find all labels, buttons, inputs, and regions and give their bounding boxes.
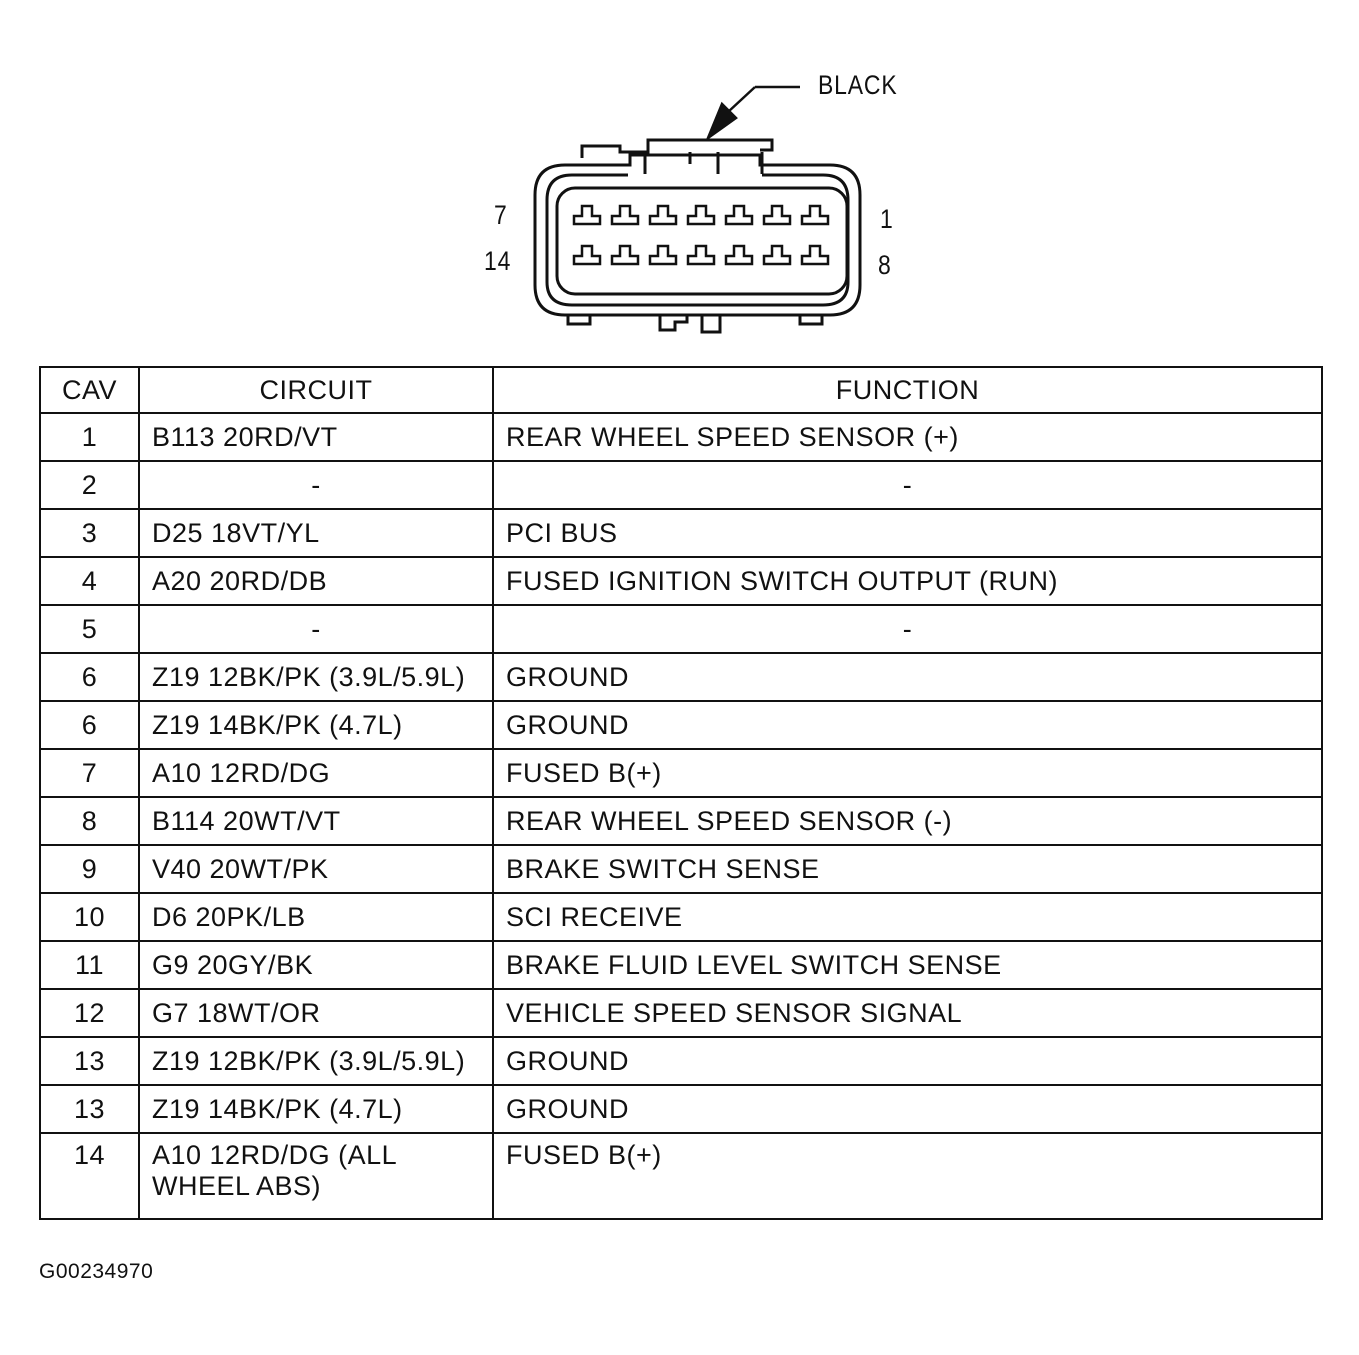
pin-label-8: 8 [878, 250, 892, 280]
table-row: 1 B113 20RD/VT REAR WHEEL SPEED SENSOR (… [39, 412, 1323, 462]
cav-cell: 4 [39, 556, 140, 606]
cav-cell: 13 [39, 1036, 140, 1086]
function-cell: GROUND [492, 1036, 1323, 1086]
table-row: 7 A10 12RD/DG FUSED B(+) [39, 748, 1323, 798]
function-cell: - [492, 460, 1323, 510]
circuit-cell: B114 20WT/VT [138, 796, 494, 846]
table-row: 6 Z19 12BK/PK (3.9L/5.9L) GROUND [39, 652, 1323, 702]
connector-outline [533, 85, 862, 334]
function-cell: GROUND [492, 1084, 1323, 1134]
function-cell: GROUND [492, 652, 1323, 702]
table-row: 6 Z19 14BK/PK (4.7L) GROUND [39, 700, 1323, 750]
circuit-cell: Z19 12BK/PK (3.9L/5.9L) [138, 1036, 494, 1086]
figure-id: G00234970 [39, 1260, 154, 1283]
cav-cell: 14 [39, 1132, 140, 1220]
circuit-cell: B113 20RD/VT [138, 412, 494, 462]
circuit-cell: A10 12RD/DG [138, 748, 494, 798]
function-cell: FUSED B(+) [492, 748, 1323, 798]
table-row: 8 B114 20WT/VT REAR WHEEL SPEED SENSOR (… [39, 796, 1323, 846]
cav-cell: 9 [39, 844, 140, 894]
function-cell: REAR WHEEL SPEED SENSOR (-) [492, 796, 1323, 846]
cav-cell: 8 [39, 796, 140, 846]
pin-label-1: 1 [880, 204, 894, 234]
circuit-cell: A10 12RD/DG (ALL WHEEL ABS) [138, 1132, 494, 1220]
table-row: 12 G7 18WT/OR VEHICLE SPEED SENSOR SIGNA… [39, 988, 1323, 1038]
connector-color-label: BLACK [818, 70, 898, 100]
table-row: 14 A10 12RD/DG (ALL WHEEL ABS) FUSED B(+… [39, 1132, 1323, 1220]
header-function: FUNCTION [492, 366, 1323, 414]
cav-cell: 10 [39, 892, 140, 942]
cav-cell: 1 [39, 412, 140, 462]
circuit-cell: D6 20PK/LB [138, 892, 494, 942]
pin-label-7: 7 [494, 200, 508, 230]
circuit-cell: Z19 14BK/PK (4.7L) [138, 700, 494, 750]
table-row: 5 - - [39, 604, 1323, 654]
table-row: 11 G9 20GY/BK BRAKE FLUID LEVEL SWITCH S… [39, 940, 1323, 990]
cav-cell: 6 [39, 652, 140, 702]
table-header-row: CAV CIRCUIT FUNCTION [39, 366, 1323, 414]
table-row: 3 D25 18VT/YL PCI BUS [39, 508, 1323, 558]
cav-cell: 7 [39, 748, 140, 798]
table-row: 10 D6 20PK/LB SCI RECEIVE [39, 892, 1323, 942]
pinout-table: CAV CIRCUIT FUNCTION 1 B113 20RD/VT REAR… [39, 366, 1323, 1220]
function-cell: GROUND [492, 700, 1323, 750]
table-row: 13 Z19 14BK/PK (4.7L) GROUND [39, 1084, 1323, 1134]
cav-cell: 5 [39, 604, 140, 654]
function-cell: VEHICLE SPEED SENSOR SIGNAL [492, 988, 1323, 1038]
header-circuit: CIRCUIT [138, 366, 494, 414]
header-cav: CAV [39, 366, 140, 414]
cav-cell: 2 [39, 460, 140, 510]
circuit-cell: Z19 14BK/PK (4.7L) [138, 1084, 494, 1134]
pin-label-14: 14 [484, 246, 512, 276]
cav-cell: 3 [39, 508, 140, 558]
circuit-cell: G7 18WT/OR [138, 988, 494, 1038]
circuit-cell: V40 20WT/PK [138, 844, 494, 894]
circuit-cell: - [138, 604, 494, 654]
table-row: 2 - - [39, 460, 1323, 510]
circuit-cell: G9 20GY/BK [138, 940, 494, 990]
function-cell: BRAKE SWITCH SENSE [492, 844, 1323, 894]
cav-cell: 12 [39, 988, 140, 1038]
connector-face-diagram: BLACK 7 1 14 8 [470, 60, 910, 350]
circuit-cell: Z19 12BK/PK (3.9L/5.9L) [138, 652, 494, 702]
function-cell: PCI BUS [492, 508, 1323, 558]
function-cell: SCI RECEIVE [492, 892, 1323, 942]
table-row: 4 A20 20RD/DB FUSED IGNITION SWITCH OUTP… [39, 556, 1323, 606]
circuit-cell: - [138, 460, 494, 510]
circuit-cell: A20 20RD/DB [138, 556, 494, 606]
cav-cell: 6 [39, 700, 140, 750]
pin-terminals [572, 204, 830, 266]
table-row: 9 V40 20WT/PK BRAKE SWITCH SENSE [39, 844, 1323, 894]
function-cell: REAR WHEEL SPEED SENSOR (+) [492, 412, 1323, 462]
cav-cell: 13 [39, 1084, 140, 1134]
function-cell: FUSED B(+) [492, 1132, 1323, 1220]
function-cell: FUSED IGNITION SWITCH OUTPUT (RUN) [492, 556, 1323, 606]
circuit-cell: D25 18VT/YL [138, 508, 494, 558]
function-cell: BRAKE FLUID LEVEL SWITCH SENSE [492, 940, 1323, 990]
function-cell: - [492, 604, 1323, 654]
table-row: 13 Z19 12BK/PK (3.9L/5.9L) GROUND [39, 1036, 1323, 1086]
cav-cell: 11 [39, 940, 140, 990]
